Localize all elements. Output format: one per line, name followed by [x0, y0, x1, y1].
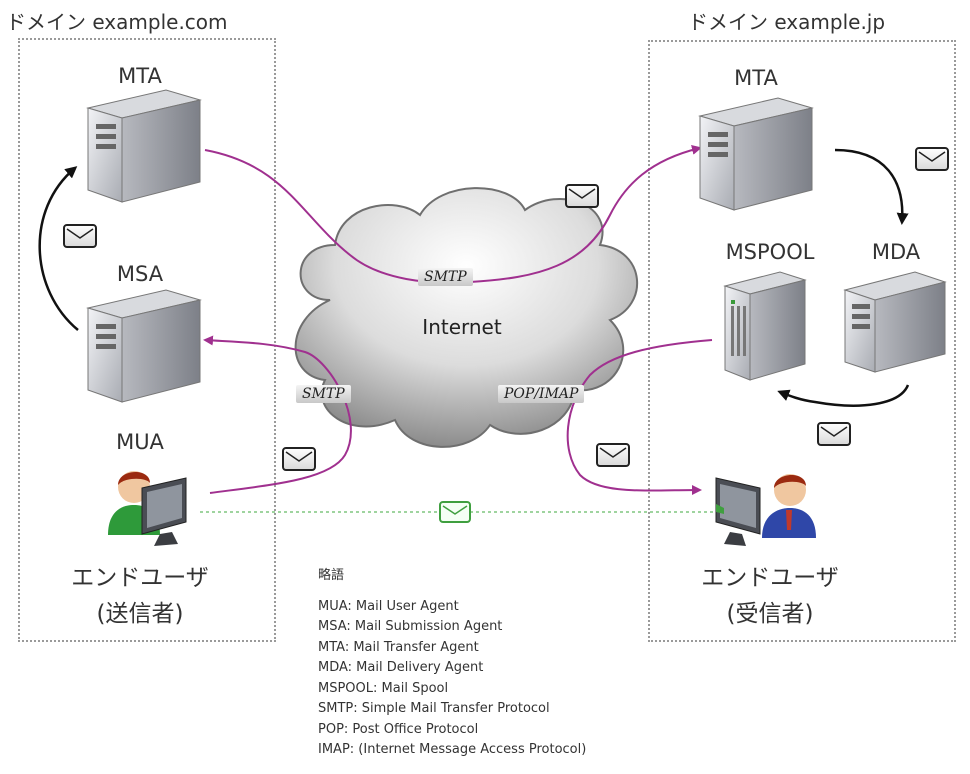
domain-title-example-jp: ドメイン example.jp: [688, 10, 886, 34]
legend-item: MUA: Mail User Agent: [318, 598, 459, 614]
envelope-icon: [282, 447, 316, 471]
arrow-mda-to-mspool: [777, 384, 910, 407]
server-msa-icon: [86, 289, 202, 403]
envelope-icon: [915, 147, 949, 171]
label-right-mta: MTA: [734, 66, 778, 90]
smtp-flow-mua-to-msa: [203, 335, 352, 494]
label-smtp-top: SMTP: [418, 268, 473, 286]
envelope-icon: [817, 422, 851, 446]
pop-imap-flow-mspool-to-mua: [566, 339, 713, 496]
label-mua: MUA: [116, 430, 164, 454]
legend-item: SMTP: Simple Mail Transfer Protocol: [318, 701, 550, 716]
legend-item: IMAP: (Internet Message Access Protocol): [318, 742, 587, 757]
domain-box-example-com: [18, 38, 276, 642]
label-left-mta: MTA: [118, 64, 162, 88]
sender-monitor-icon: [141, 477, 187, 546]
legend-item: MSA: Mail Submission Agent: [318, 619, 503, 634]
envelope-green-icon: [439, 501, 471, 523]
legend-title: 略語: [318, 568, 345, 583]
label-mspool: MSPOOL: [725, 240, 815, 264]
receiver-user-icon: [762, 474, 816, 538]
receiver-monitor-icon: [715, 477, 761, 546]
envelope-icon: [596, 443, 630, 467]
label-pop-imap: POP/IMAP: [498, 385, 585, 403]
domain-box-example-jp: [648, 40, 956, 642]
label-sender: エンドユーザ (送信者): [71, 560, 209, 632]
label-smtp-left: SMTP: [296, 385, 351, 403]
legend-item: MTA: Mail Transfer Agent: [318, 639, 479, 655]
legend: 略語 MUA: Mail User Agent MSA: Mail Submis…: [318, 566, 586, 761]
arrow-msa-to-mta: [38, 166, 79, 331]
label-receiver: エンドユーザ (受信者): [701, 560, 839, 632]
server-left-mta-icon: [86, 89, 202, 203]
server-mspool-icon: [723, 271, 807, 381]
sender-line2: (送信者): [96, 601, 184, 627]
label-internet: Internet: [422, 315, 502, 339]
receiver-line1: エンドユーザ: [701, 565, 839, 591]
label-mda: MDA: [871, 240, 921, 264]
legend-item: POP: Post Office Protocol: [318, 721, 479, 737]
envelope-icon: [63, 224, 97, 248]
server-mda-icon: [843, 271, 947, 373]
domain-title-example-com: ドメイン example.com: [6, 10, 228, 34]
server-right-mta-icon: [698, 97, 814, 211]
legend-item: MDA: Mail Delivery Agent: [318, 660, 484, 675]
sender-line1: エンドユーザ: [71, 565, 209, 591]
envelope-icon: [565, 184, 599, 208]
label-msa: MSA: [116, 262, 164, 286]
arrow-mta-to-mda: [834, 148, 909, 225]
legend-item: MSPOOL: Mail Spool: [318, 680, 449, 696]
receiver-line2: (受信者): [726, 601, 814, 627]
